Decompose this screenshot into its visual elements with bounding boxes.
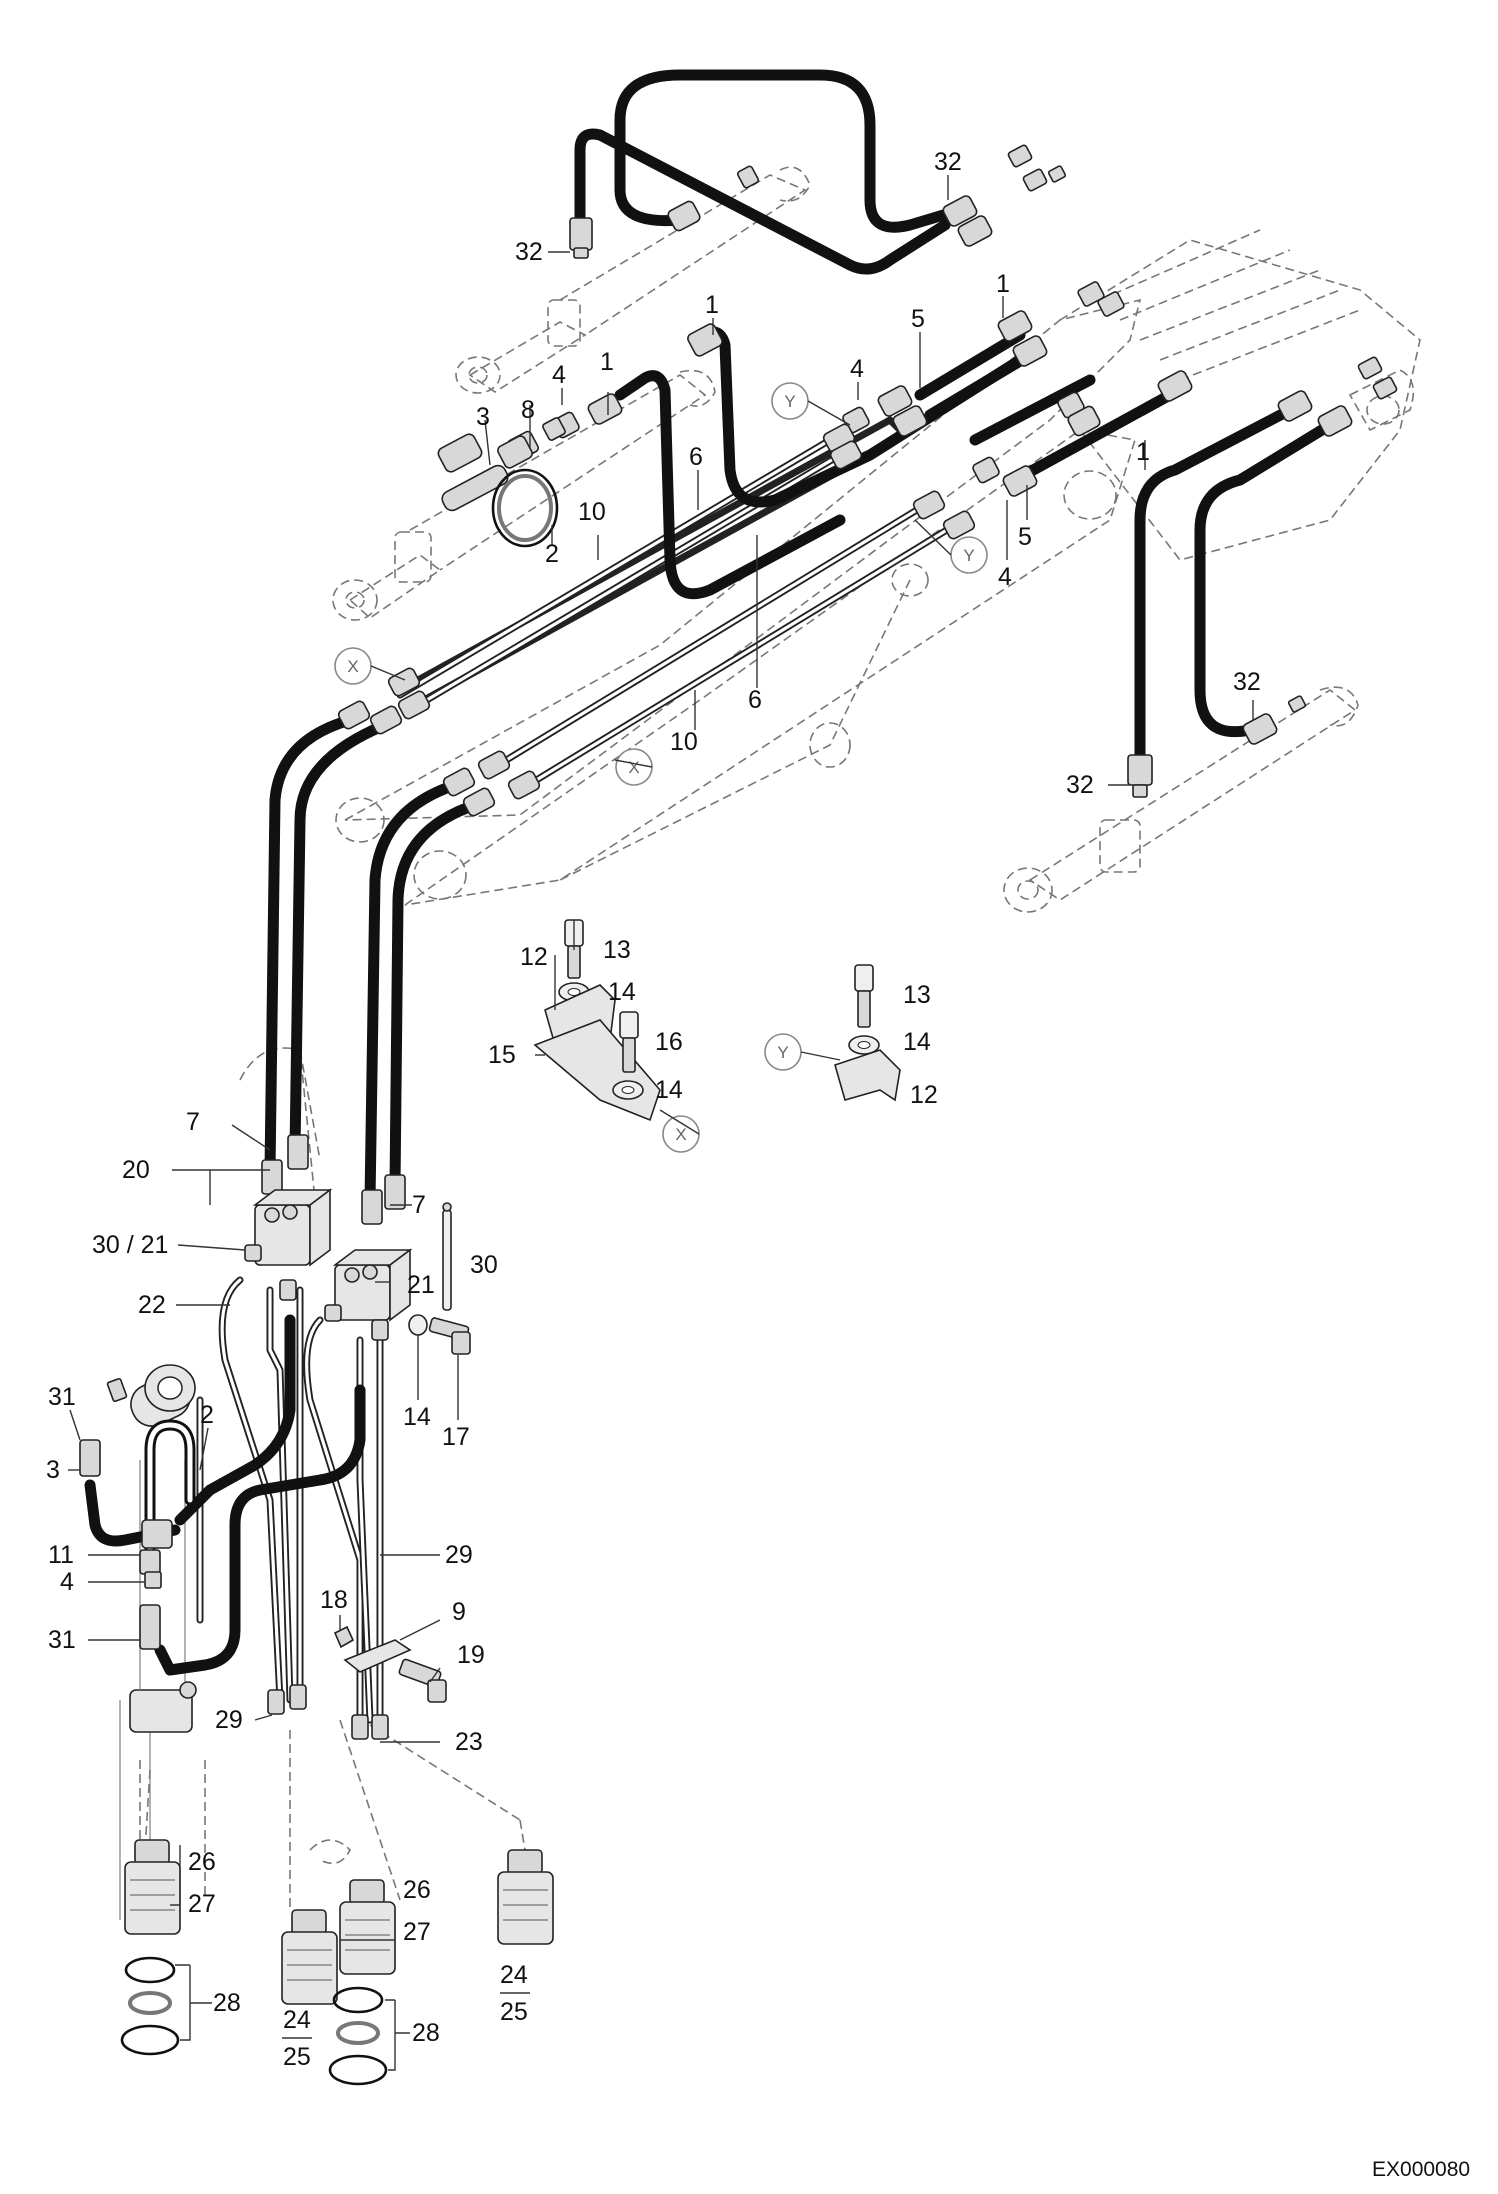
callout-19: 19 xyxy=(457,1641,485,1669)
callout-11: 11 xyxy=(48,1541,74,1569)
callout-4-b: 4 xyxy=(552,361,566,389)
callout-5-b: 5 xyxy=(1018,523,1032,551)
callout-25-a: 25 xyxy=(283,2043,311,2071)
bracket-details xyxy=(533,919,901,1122)
callout-26-b: 26 xyxy=(403,1876,431,1904)
callout-14-a: 14 xyxy=(608,978,636,1006)
callout-2-a: 2 xyxy=(545,540,559,568)
detail-marker-y-2: Y xyxy=(963,546,974,565)
callout-4-c: 4 xyxy=(998,563,1012,591)
callout-29-b: 29 xyxy=(215,1706,243,1734)
callout-3-a: 3 xyxy=(476,403,490,431)
callout-31-a: 31 xyxy=(48,1383,76,1411)
callout-28-a: 28 xyxy=(213,1989,241,2017)
callout-14-c: 14 xyxy=(903,1028,931,1056)
drawing-reference: EX000080 xyxy=(1372,2158,1470,2181)
callout-32-c: 32 xyxy=(1233,668,1261,696)
callout-17: 17 xyxy=(442,1423,470,1451)
callout-2-b: 2 xyxy=(200,1401,214,1429)
callout-1-d: 1 xyxy=(1136,438,1150,466)
callout-20: 20 xyxy=(122,1156,150,1184)
callout-32-b: 32 xyxy=(934,148,962,176)
callout-32-a: 32 xyxy=(515,238,543,266)
callout-23: 23 xyxy=(455,1728,483,1756)
callout-22: 22 xyxy=(138,1291,166,1319)
callout-7-a: 7 xyxy=(186,1108,200,1136)
ghost-structure xyxy=(119,166,1421,1920)
callout-6-a: 6 xyxy=(689,443,703,471)
callout-28-b: 28 xyxy=(412,2019,440,2047)
callout-26-a: 26 xyxy=(188,1848,216,1876)
detail-marker-x-2: X xyxy=(628,758,639,777)
callout-24-a: 24 xyxy=(283,2006,311,2034)
callout-30: 30 xyxy=(470,1251,498,1279)
callout-8: 8 xyxy=(521,396,535,424)
detail-marker-y-1: Y xyxy=(784,392,795,411)
callout-12-b: 12 xyxy=(910,1081,938,1109)
callout-27-b: 27 xyxy=(403,1918,431,1946)
callout-1-b: 1 xyxy=(996,270,1010,298)
callout-14-d: 14 xyxy=(403,1403,431,1431)
callout-13-a: 13 xyxy=(603,936,631,964)
callout-1-a: 1 xyxy=(705,291,719,319)
detail-markers: X X X Y Y Y xyxy=(334,382,988,1153)
callout-9: 9 xyxy=(452,1598,466,1626)
callout-30-21: 30 / 21 xyxy=(92,1231,168,1259)
detail-marker-x-1: X xyxy=(347,657,358,676)
callout-29-a: 29 xyxy=(445,1541,473,1569)
callout-12-a: 12 xyxy=(520,943,548,971)
callout-16: 16 xyxy=(655,1028,683,1056)
callout-3-b: 3 xyxy=(46,1456,60,1484)
callout-4-a: 4 xyxy=(850,355,864,383)
callout-10-b: 10 xyxy=(670,728,698,756)
callout-5-a: 5 xyxy=(911,305,925,333)
callout-25-b: 25 xyxy=(500,1998,528,2026)
callout-31-b: 31 xyxy=(48,1626,76,1654)
detail-marker-x-3: X xyxy=(675,1125,686,1144)
callout-27-a: 27 xyxy=(188,1890,216,1918)
leader-lines xyxy=(68,175,1254,2071)
callout-1-c: 1 xyxy=(600,348,614,376)
callout-10-a: 10 xyxy=(578,498,606,526)
callout-13-b: 13 xyxy=(903,981,931,1009)
callout-32-d: 32 xyxy=(1066,771,1094,799)
callout-14-b: 14 xyxy=(655,1076,683,1104)
callout-21: 21 xyxy=(407,1271,435,1299)
callout-7-b: 7 xyxy=(412,1191,426,1219)
callout-6-b: 6 xyxy=(748,686,762,714)
detail-marker-y-3: Y xyxy=(777,1043,788,1062)
callout-labels: 32 32 1 1 5 4 1 4 8 3 6 2 10 1 5 4 6 10 … xyxy=(46,148,1261,2071)
callout-15: 15 xyxy=(488,1041,516,1069)
couplings xyxy=(120,1839,554,2086)
callout-24-b: 24 xyxy=(500,1961,528,1989)
callout-4-d: 4 xyxy=(60,1568,74,1596)
callout-18: 18 xyxy=(320,1586,348,1614)
